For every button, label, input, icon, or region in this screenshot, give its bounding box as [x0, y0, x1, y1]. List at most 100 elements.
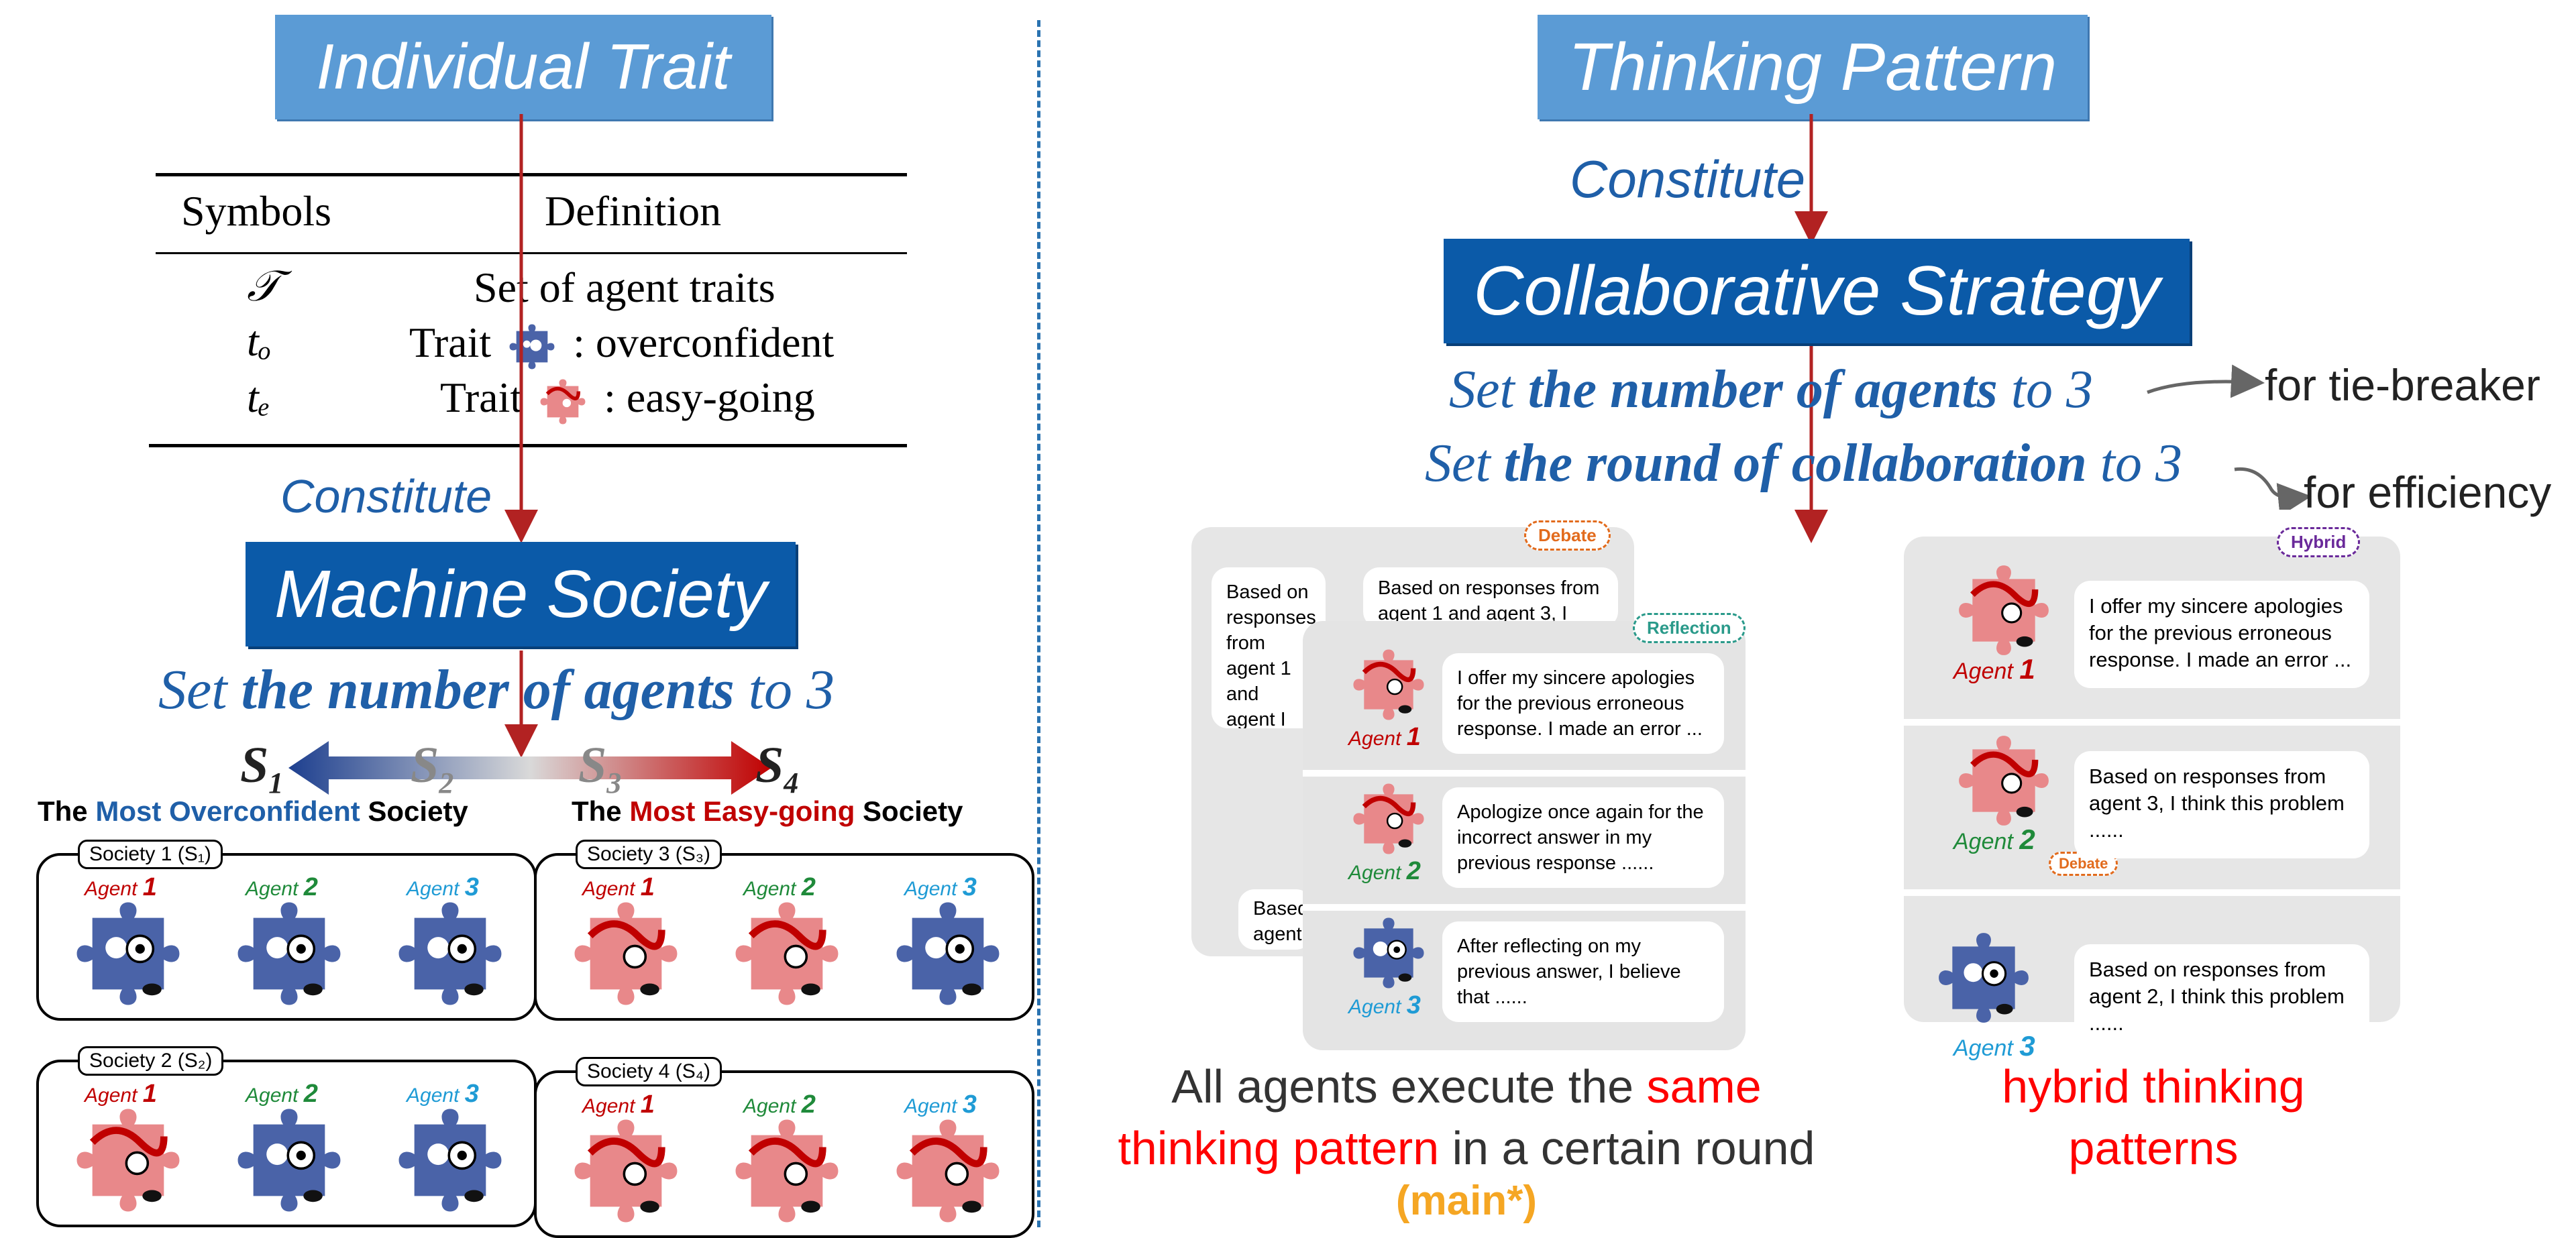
trait-overconfident: : overconfident [573, 319, 835, 366]
most-overconfident-caption: The Most Overconfident Society [38, 795, 468, 827]
agent-label-2: Agent 2 [743, 1090, 816, 1119]
debate-tag: Debate [1524, 520, 1611, 551]
society-box: Society 1 (S₁) Agent 1 Agent 2 Agent 3 [36, 840, 537, 1021]
reflection-bubble: Apologize once again for the incorrect a… [1442, 787, 1724, 888]
society-label: Society 1 (S₁) [78, 840, 223, 869]
overconfident-agent-icon [1353, 917, 1424, 989]
tie-breaker-note: for tie-breaker [2265, 360, 2540, 410]
right-set-agents: Set the number of agents to 3 [1449, 360, 2094, 419]
overconfident-agent-icon [237, 902, 341, 1005]
individual-trait-box: Individual Trait [275, 15, 771, 119]
collab-strategy-title: Collaborative Strategy [1473, 251, 2160, 330]
left-set-post: to 3 [748, 659, 835, 721]
easygoing-puzzle-icon [540, 379, 586, 425]
hybrid-bubble: Based on responses from agent 3, I think… [2074, 751, 2369, 858]
society-box: Society 4 (S₄) Agent 1 Agent 2 Agent 3 [534, 1057, 1034, 1238]
machine-society-title: Machine Society [274, 556, 767, 632]
overconfident-agent-icon [237, 1109, 341, 1212]
reflection-row: Agent 2 Apologize once again for the inco… [1303, 782, 1746, 911]
agent-label-2: Agent 2 [1953, 824, 2035, 855]
scale-s1: S1 [240, 737, 284, 800]
right-set-rounds: Set the round of collaboration to 3 [1425, 434, 2182, 493]
debate-bubble-3: Based agent [1238, 889, 1312, 950]
right-flow-arrow [1794, 114, 1828, 543]
easygoing-agent-icon [1959, 565, 2049, 655]
table-header-definition: Definition [545, 187, 722, 235]
left-set-pre: Set [158, 659, 227, 721]
agent-label-2: Agent 2 [246, 873, 318, 901]
hybrid-tag: Hybrid [2277, 527, 2361, 557]
agent-label-3: Agent 3 [407, 873, 479, 901]
overconfident-agent-icon [1939, 933, 2029, 1023]
left-constitute: Constitute [280, 470, 492, 522]
individual-trait-title: Individual Trait [316, 31, 731, 103]
definition-T: Set of agent traits [474, 264, 775, 311]
row-divider [1303, 904, 1746, 911]
reflection-tag: Reflection [1633, 613, 1746, 643]
overconfident-agent-icon [896, 902, 1000, 1005]
efficiency-note: for efficiency [2304, 467, 2552, 517]
most-easygoing-caption: The Most Easy-going Society [572, 795, 963, 827]
agent-label-3: Agent 3 [904, 873, 977, 901]
agent-label-3: Agent 3 [904, 1090, 977, 1119]
agent-label-1: Agent 1 [582, 1090, 655, 1119]
overconfident-agent-icon [398, 1109, 502, 1212]
table-bottom-rule [149, 444, 907, 447]
caption-hybrid: hybrid thinking patterns [2002, 1060, 2305, 1174]
symbol-te: tₑ [247, 374, 270, 421]
definition-to: Trait : overconfident [409, 318, 834, 370]
reflection-bubble: After reflecting on my previous answer, … [1442, 921, 1724, 1022]
panel-divider [1037, 20, 1040, 1227]
overconfident-puzzle-icon [509, 324, 555, 370]
scale-s4: S4 [755, 737, 799, 800]
collaborative-strategy-box: Collaborative Strategy [1444, 239, 2190, 343]
agent-label-2: Agent 2 [1348, 857, 1421, 885]
easygoing-agent-icon [735, 902, 839, 1005]
society-label: Society 2 (S₂) [78, 1046, 224, 1076]
easygoing-agent-icon [76, 1109, 180, 1212]
thinking-pattern-box: Thinking Pattern [1538, 15, 2088, 119]
row-divider [1303, 770, 1746, 777]
symbol-to: tₒ [247, 317, 272, 365]
left-flow-arrow [504, 114, 538, 758]
right-constitute: Constitute [1570, 150, 1806, 209]
trait-easygoing: : easy-going [604, 374, 815, 421]
easygoing-agent-icon [1353, 783, 1424, 854]
agent-label-3: Agent 3 [407, 1080, 479, 1108]
left-set-bold: the number of agents [241, 659, 735, 721]
easygoing-agent-icon [574, 1119, 678, 1223]
agent-label-3: Agent 3 [1348, 991, 1421, 1019]
machine-society-box: Machine Society [246, 542, 796, 646]
table-top-rule [156, 173, 907, 176]
reflection-bubble: I offer my sincere apologies for the pre… [1442, 653, 1724, 754]
easygoing-agent-icon [735, 1119, 839, 1223]
hybrid-row: Agent 2 Based on responses from agent 3, … [1904, 734, 2400, 896]
symbol-T: 𝒯 [247, 262, 280, 310]
agent-label-1: Agent 1 [582, 873, 655, 901]
agent-label-1: Agent 1 [85, 1080, 157, 1108]
row-divider [1904, 889, 2400, 896]
definition-te: Trait : easy-going [440, 373, 815, 425]
society-box: Society 3 (S₃) Agent 1 Agent 2 Agent 3 [534, 840, 1034, 1021]
caption-same-pattern: All agents execute the same thinking pat… [1118, 1060, 1815, 1224]
agent-label-2: Agent 2 [246, 1080, 318, 1108]
reflection-row: Agent 3 After reflecting on my previous a… [1303, 916, 1746, 1037]
trait-prefix: Trait [409, 319, 492, 366]
efficiency-arrow [2234, 467, 2312, 510]
tie-breaker-arrow [2147, 364, 2265, 398]
agent-label-2: Agent 2 [743, 873, 816, 901]
overconfident-agent-icon [76, 902, 180, 1005]
easygoing-agent-icon [1353, 649, 1424, 720]
overconfident-agent-icon [398, 902, 502, 1005]
easygoing-agent-icon [896, 1119, 1000, 1223]
society-box: Society 2 (S₂) Agent 1 Agent 2 Agent 3 [36, 1046, 537, 1227]
easygoing-agent-icon [574, 902, 678, 1005]
agent-label-1: Agent 1 [85, 873, 157, 901]
agent-label-3: Agent 3 [1953, 1030, 2035, 1062]
hybrid-bubble: I offer my sincere apologies for the pre… [2074, 581, 2369, 688]
society-label: Society 4 (S₄) [576, 1057, 722, 1086]
society-label: Society 3 (S₃) [576, 840, 722, 869]
table-mid-rule [156, 252, 907, 254]
easygoing-agent-icon [1959, 736, 2049, 826]
